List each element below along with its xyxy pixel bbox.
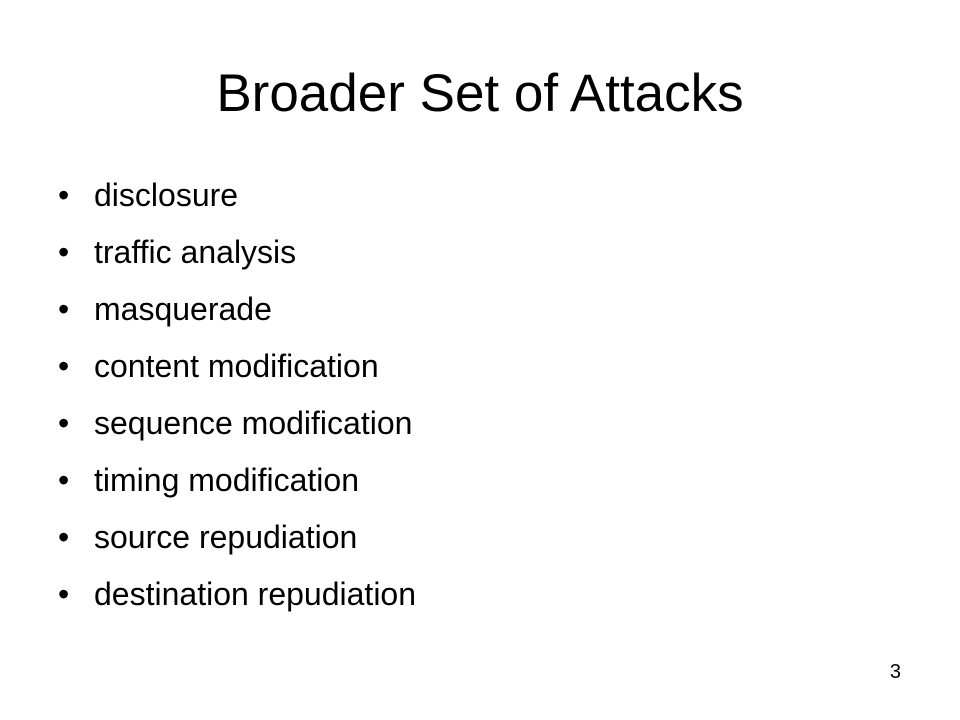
bullet-text: content modification xyxy=(94,348,379,384)
bullet-text: destination repudiation xyxy=(94,576,417,612)
bullet-list: • disclosure • traffic analysis • masque… xyxy=(58,167,416,623)
bullet-text: sequence modification xyxy=(94,405,413,441)
bullet-item-traffic-analysis: • traffic analysis xyxy=(58,224,416,281)
bullet-icon: • xyxy=(58,576,70,612)
bullet-item-content-modification: • content modification xyxy=(58,338,416,395)
page-number: 3 xyxy=(889,661,901,683)
bullet-item-sequence-modification: • sequence modification xyxy=(58,395,416,452)
bullet-item-timing-modification: • timing modification xyxy=(58,452,416,509)
bullet-icon: • xyxy=(58,519,70,555)
bullet-icon: • xyxy=(58,462,70,498)
bullet-item-source-repudiation: • source repudiation xyxy=(58,509,416,566)
bullet-icon: • xyxy=(58,177,70,213)
bullet-text: timing modification xyxy=(94,462,359,498)
bullet-icon: • xyxy=(58,348,70,384)
bullet-icon: • xyxy=(58,234,70,270)
bullet-item-masquerade: • masquerade xyxy=(58,281,416,338)
bullet-icon: • xyxy=(58,291,70,327)
bullet-icon: • xyxy=(58,405,70,441)
bullet-item-destination-repudiation: • destination repudiation xyxy=(58,566,416,623)
bullet-text: traffic analysis xyxy=(94,234,297,270)
bullet-text: disclosure xyxy=(94,177,239,213)
bullet-text: masquerade xyxy=(94,291,272,327)
slide-title: Broader Set of Attacks xyxy=(216,64,744,123)
bullet-item-disclosure: • disclosure xyxy=(58,167,416,224)
bullet-text: source repudiation xyxy=(94,519,358,555)
